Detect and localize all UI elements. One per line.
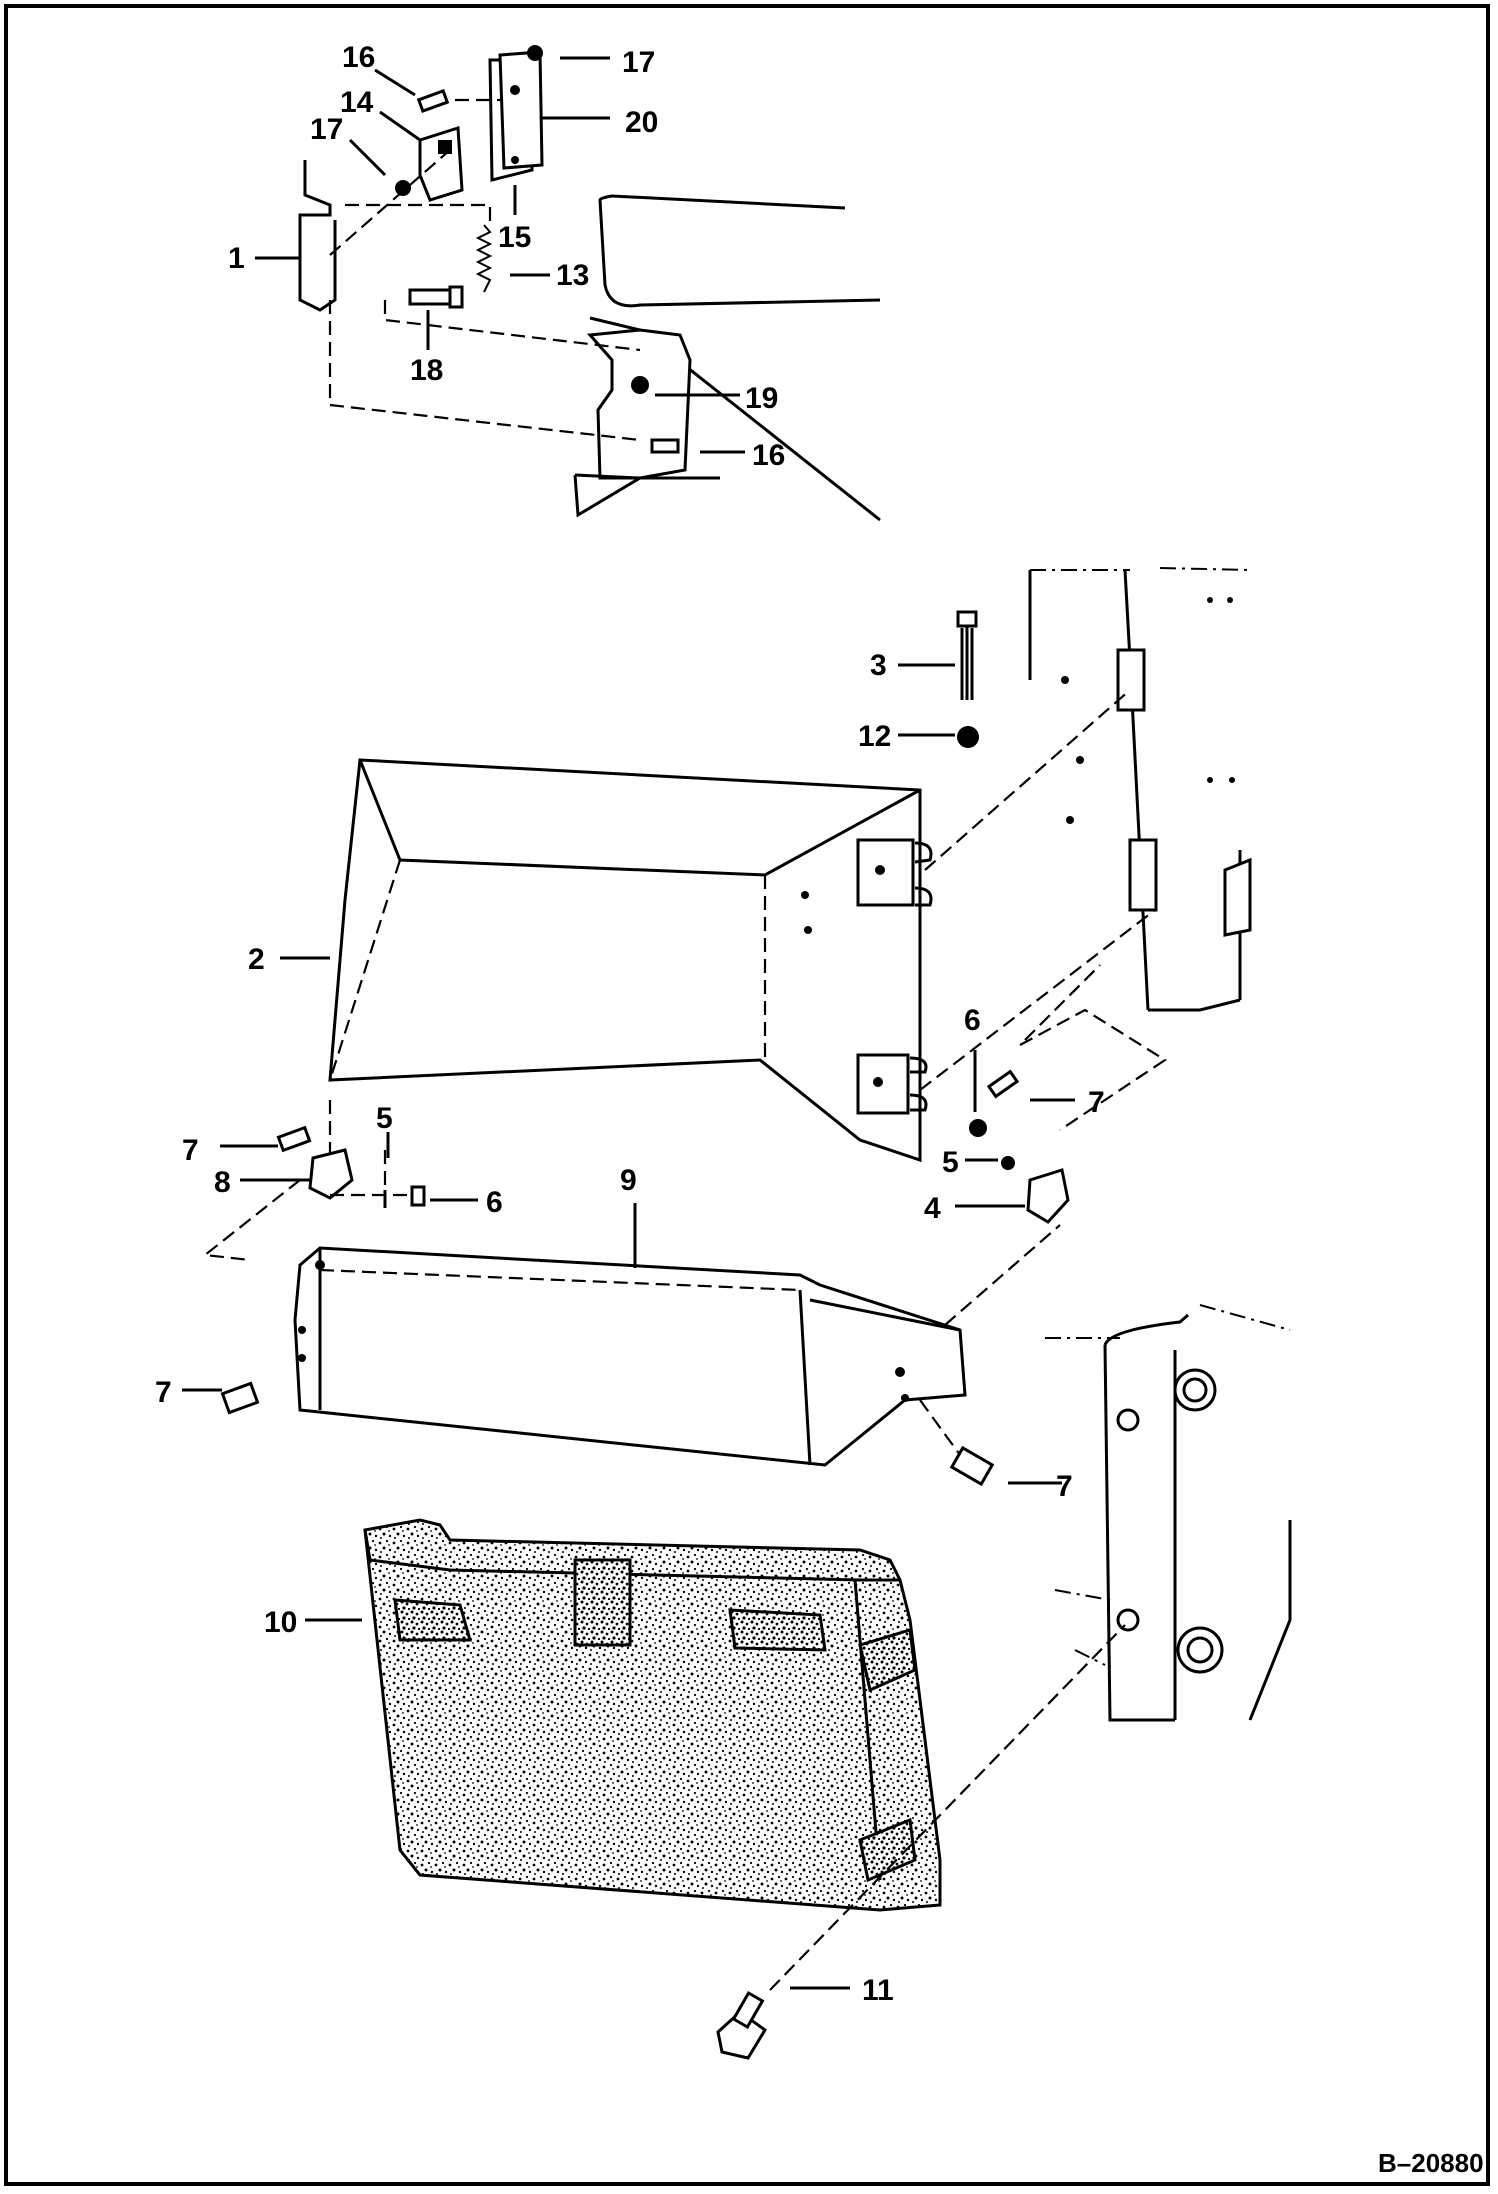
striker	[418, 125, 464, 202]
bucket	[328, 758, 922, 1163]
callout-16-bracket: 16	[752, 439, 785, 472]
callout-7-left-top: 7	[182, 1134, 199, 1167]
callout-5-left: 5	[376, 1102, 393, 1135]
callout-7-left-bottom: 7	[155, 1376, 172, 1409]
callout-11: 11	[862, 1974, 894, 2007]
callout-12: 12	[858, 720, 891, 753]
latch-assembly	[298, 45, 881, 522]
nut-19-part	[631, 376, 649, 394]
nut-6-right-part	[969, 1119, 987, 1137]
spring	[475, 224, 493, 293]
callout-9: 9	[620, 1164, 637, 1197]
callout-13: 13	[556, 259, 589, 292]
cutting-edge	[293, 1246, 967, 1467]
callout-2: 2	[248, 943, 265, 976]
upper-hinge-plate	[856, 838, 915, 907]
bucket-assembly	[202, 567, 1252, 1262]
bolt-16-part	[650, 438, 680, 454]
cutting-edge-assembly	[220, 1224, 1292, 2060]
washer-5-right-part	[1001, 1156, 1015, 1170]
callout-7-right-top: 7	[1088, 1086, 1105, 1119]
callout-17-top: 17	[622, 46, 655, 79]
callout-15: 15	[498, 221, 531, 254]
callout-17-left: 17	[310, 113, 343, 146]
bolt-7-right-part	[949, 1445, 995, 1487]
callout-labels: 16 17 14 20 17 15 1 13 18 19 16 3 12 2 6…	[155, 41, 1105, 2007]
callout-6-right: 6	[964, 1004, 981, 1037]
callout-20: 20	[625, 106, 658, 139]
callout-10: 10	[264, 1606, 297, 1639]
callout-7-right-bottom: 7	[1056, 1470, 1073, 1503]
bolt-3-part	[956, 610, 978, 628]
latch-bracket	[586, 328, 692, 480]
callout-8: 8	[214, 1166, 231, 1199]
callout-1: 1	[228, 242, 245, 275]
plate-20	[498, 50, 544, 170]
callout-5-right: 5	[942, 1146, 959, 1179]
callout-4: 4	[924, 1192, 941, 1225]
center-latch-block	[573, 1558, 632, 1647]
callout-3: 3	[870, 649, 887, 682]
bracket-4-part	[1026, 1168, 1070, 1224]
callout-19: 19	[745, 382, 778, 415]
right-lift-slot	[728, 1608, 827, 1652]
left-lift-slot	[393, 1598, 472, 1642]
callout-6-left: 6	[486, 1186, 503, 1219]
callout-14: 14	[340, 86, 374, 119]
leader-lines	[182, 56, 1075, 1990]
latch-handle	[298, 160, 337, 312]
callout-16-top: 16	[342, 41, 375, 74]
callout-18: 18	[410, 354, 443, 387]
lower-hinge-plate	[856, 1053, 910, 1115]
bolt-7-left-part	[220, 1381, 260, 1415]
bolt-18-part	[408, 288, 452, 306]
bracket-8-part	[308, 1148, 354, 1200]
nut-12-part	[957, 726, 979, 748]
nut-6-left-part	[410, 1185, 426, 1207]
figure-reference: B–20880	[1378, 2148, 1484, 2178]
